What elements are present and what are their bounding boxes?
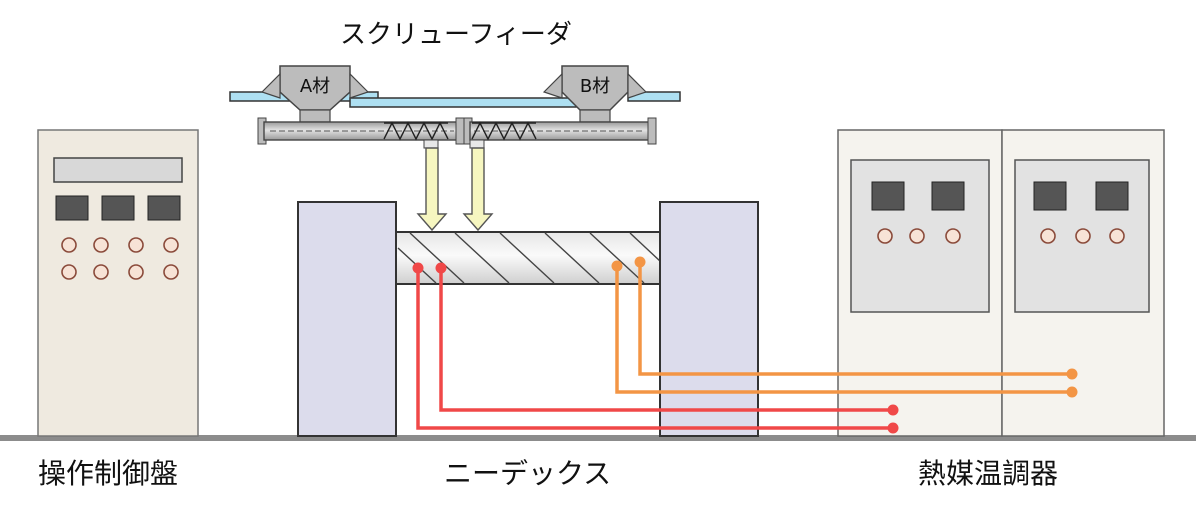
panel-display-3 — [147, 195, 181, 221]
red-connector — [887, 404, 899, 416]
control-panel-label: 操作制御盤 — [38, 457, 179, 490]
heat-controller-2 — [1001, 129, 1165, 437]
kneadex-label: ニーデックス — [444, 457, 612, 490]
kneadex-block-left — [297, 201, 397, 437]
panel-knob — [163, 264, 179, 280]
heat-controller-label: 熱媒温調器 — [918, 457, 1059, 490]
panel-knob — [128, 264, 144, 280]
red-connector — [887, 422, 899, 434]
orange-connector — [634, 256, 646, 268]
orange-connector — [611, 260, 623, 272]
controller-display — [871, 181, 905, 211]
controller-knob — [1040, 228, 1056, 244]
panel-knob — [61, 237, 77, 253]
controller-knob — [1075, 228, 1091, 244]
controller-knob — [877, 228, 893, 244]
panel-knob — [128, 237, 144, 253]
panel-knob — [163, 237, 179, 253]
hopper-b — [542, 65, 648, 123]
kneadex-block-right — [659, 201, 759, 437]
controller-knob — [945, 228, 961, 244]
controller-display — [931, 181, 965, 211]
controller-display — [1095, 181, 1129, 211]
panel-display-1 — [55, 195, 89, 221]
panel-knob — [61, 264, 77, 280]
red-connector — [412, 262, 424, 274]
orange-connector — [1066, 368, 1078, 380]
red-connector — [435, 262, 447, 274]
screw-feeder-title: スクリューフィーダ — [340, 20, 572, 50]
panel-display-2 — [101, 195, 135, 221]
controller-display — [1033, 181, 1067, 211]
kneadex-machine — [297, 201, 759, 437]
panel-knob — [93, 237, 109, 253]
red-piping — [416, 268, 893, 430]
screw-feeder — [229, 65, 681, 149]
feed-arrow-b — [462, 147, 494, 232]
screw-tube-left — [257, 117, 465, 149]
hopper-a-label: A材 — [300, 76, 330, 97]
controller-knob — [909, 228, 925, 244]
control-panel — [37, 129, 199, 437]
kneadex-roll — [395, 231, 663, 285]
heat-controller-1 — [837, 129, 1003, 437]
controller-knob — [1109, 228, 1125, 244]
hopper-b-label: B材 — [580, 76, 610, 97]
orange-piping — [615, 262, 1072, 394]
panel-knob — [93, 264, 109, 280]
rail-center — [349, 97, 577, 108]
hopper-a — [260, 65, 370, 123]
orange-connector — [1066, 386, 1078, 398]
feed-arrow-a — [416, 147, 448, 232]
panel-display-wide — [53, 157, 183, 183]
screw-tube-right — [463, 117, 657, 149]
